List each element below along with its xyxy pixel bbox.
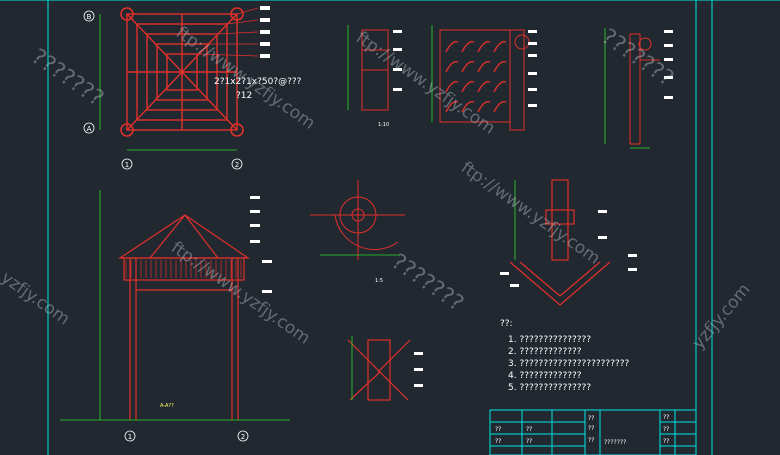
notes-line-3: 3. ??????????????????????? (508, 359, 630, 369)
grid-bubble-1: 1 (125, 161, 129, 169)
right-col-1: ?? (663, 414, 669, 421)
elev-bubble-1: 1 (128, 433, 132, 441)
tb-extra: ?? (663, 438, 669, 445)
detail-5-view (500, 179, 637, 306)
right-col-2: ?? (663, 426, 669, 433)
plan-callout-label: 2?1x2?1x?50?@??? (214, 77, 302, 87)
elevation-view: 1 2 A-A?? (60, 190, 290, 442)
tb-row-2: ?? (495, 438, 501, 445)
tb-row-1: ?? (495, 426, 501, 433)
detail-3-view (604, 28, 673, 149)
grid-bubble-a: A (87, 125, 92, 133)
elev-bubble-2: 2 (241, 433, 245, 441)
mid-row-label: ?? (588, 437, 594, 444)
detail-1-scale: 1:10 (378, 122, 389, 128)
notes-title: ??: (500, 319, 513, 329)
tb-row-3: ?? (526, 426, 532, 433)
grid-bubble-2: 2 (235, 161, 239, 169)
watermark-url-2: ftp://www.yzfjy.com (352, 28, 499, 139)
watermark-cn-1: ??????? (27, 44, 108, 111)
roof-plan-view: B A 1 2 2?1x2?1x?50?@??? ?12 (83, 6, 302, 170)
detail-4-view: 1:5 (310, 180, 405, 284)
detail-2-view (431, 25, 537, 131)
title-block: ?? ?? ?? ??????? ?? ?? ?? ?? ?? ?? ?? (489, 409, 697, 455)
drawing-title: ??????? (604, 439, 626, 446)
elevation-scale-label: A-A?? (160, 403, 174, 409)
detail-4-scale: 1:5 (375, 278, 383, 284)
notes-line-5: 5. ??????????????? (508, 383, 591, 393)
project-label-1: ?? (588, 415, 594, 422)
project-label-2: ?? (588, 425, 594, 432)
design-notes: ??: 1. ??????????????? 2. ????????????? … (500, 319, 630, 393)
tb-row-4: ?? (526, 438, 532, 445)
detail-6-view (347, 336, 423, 401)
notes-line-1: 1. ??????????????? (508, 335, 591, 345)
watermark-short-2: yzfjy.com (689, 280, 755, 353)
watermark-cn-3: ??????? (387, 249, 468, 316)
grid-bubble-b: B (87, 13, 92, 21)
watermark-short-1: yzfjy.com (0, 268, 73, 330)
plan-callout-sub: ?12 (236, 91, 252, 101)
notes-line-4: 4. ????????????? (508, 371, 582, 381)
detail-1-view: 1:10 (347, 25, 402, 128)
watermark-url-4: ftp://www.yzfjy.com (167, 238, 314, 349)
watermark-url-3: ftp://www.yzfjy.com (457, 158, 604, 269)
notes-line-2: 2. ????????????? (508, 347, 582, 357)
watermark-layer: ??????? ftp://www.yzfjy.com ftp://www.yz… (0, 23, 755, 354)
